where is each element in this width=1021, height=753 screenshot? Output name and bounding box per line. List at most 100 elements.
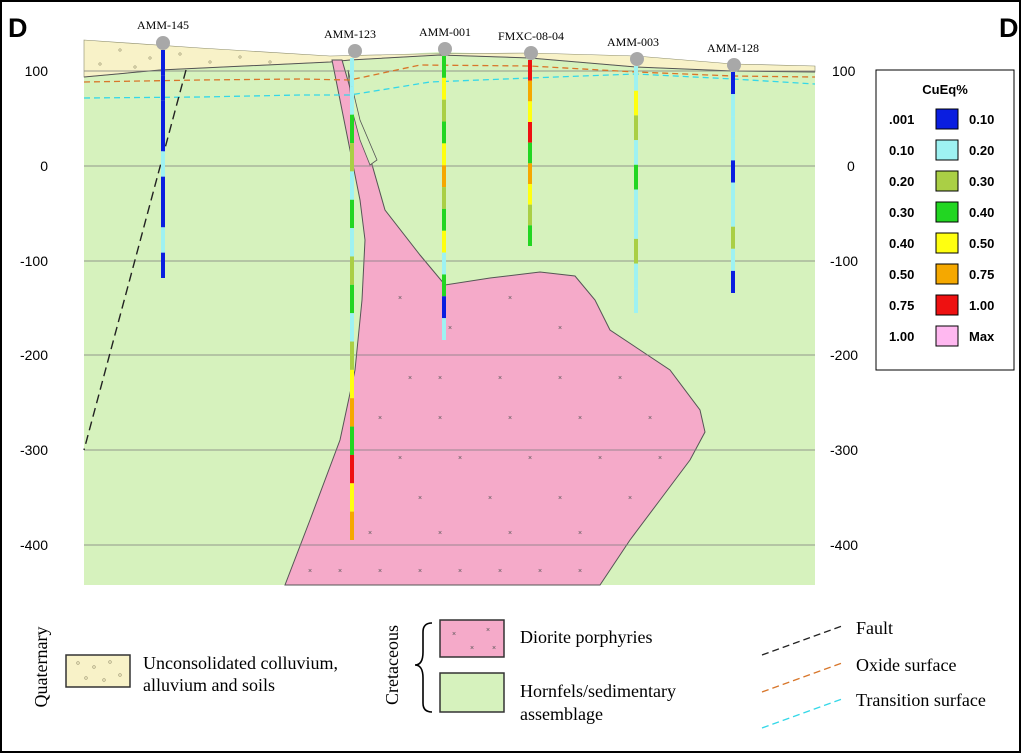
svg-text:×: × <box>418 568 422 575</box>
elevation-grid <box>84 70 815 546</box>
cueq-swatch <box>935 139 959 161</box>
cretaceous-brace <box>414 622 433 713</box>
elevation-label-left: -300 <box>20 442 48 458</box>
svg-text:×: × <box>458 568 462 575</box>
svg-text:×: × <box>648 415 652 422</box>
cueq-range-from: 0.75 <box>889 298 914 313</box>
collar-marker <box>630 52 644 66</box>
svg-text:×: × <box>368 530 372 537</box>
elevation-label-left: -200 <box>20 347 48 363</box>
svg-text:×: × <box>528 455 532 462</box>
svg-text:×: × <box>618 375 622 382</box>
svg-text:×: × <box>538 568 542 575</box>
svg-text:×: × <box>578 530 582 537</box>
elevation-label-right: -400 <box>830 537 858 553</box>
cueq-swatch <box>935 294 959 316</box>
oxide-legend-line <box>761 662 843 693</box>
drillhole-label: AMM-145 <box>137 18 189 32</box>
elevation-label-left: -400 <box>20 537 48 553</box>
svg-text:×: × <box>558 375 562 382</box>
svg-text:×: × <box>508 415 512 422</box>
svg-text:×: × <box>378 568 382 575</box>
svg-text:×: × <box>508 530 512 537</box>
collar-marker <box>524 46 538 60</box>
svg-text:×: × <box>488 495 492 502</box>
fault-line <box>83 69 187 451</box>
unconsolidated-label: alluvium and soils <box>143 675 275 695</box>
collar-marker <box>156 36 170 50</box>
collar-marker <box>727 58 741 72</box>
svg-text:×: × <box>458 455 462 462</box>
drillhole-collars <box>156 36 741 72</box>
drillhole-label: AMM-001 <box>419 25 471 39</box>
cueq-swatch <box>935 108 959 130</box>
svg-text:×: × <box>598 455 602 462</box>
cueq-swatch <box>935 170 959 192</box>
cueq-range-from: .001 <box>889 112 914 127</box>
svg-text:×: × <box>438 530 442 537</box>
cueq-swatch <box>935 201 959 223</box>
elevation-label-right: -300 <box>830 442 858 458</box>
svg-text:×: × <box>492 645 496 652</box>
svg-text:×: × <box>398 295 402 302</box>
drillhole-traces <box>161 50 735 540</box>
quaternary-group-label: Quaternary <box>31 627 51 708</box>
hornfels-swatch <box>439 672 505 713</box>
svg-text:×: × <box>308 568 312 575</box>
svg-text:×: × <box>408 375 412 382</box>
svg-text:×: × <box>398 455 402 462</box>
elevation-label-right: 100 <box>832 63 856 79</box>
svg-text:×: × <box>378 415 382 422</box>
hornfels-label: assemblage <box>520 704 603 724</box>
section-start-label: D <box>8 13 28 43</box>
fault-legend-label: Fault <box>856 618 893 638</box>
cueq-range-to: 0.50 <box>969 236 994 251</box>
cueq-range-from: 0.50 <box>889 267 914 282</box>
elevation-label-left: 0 <box>40 158 48 174</box>
svg-text:×: × <box>438 415 442 422</box>
cueq-legend-title: CuEq% <box>922 82 968 97</box>
unconsolidated-swatch <box>65 654 131 688</box>
elevation-label-right: -200 <box>830 347 858 363</box>
diorite-label: Diorite porphyries <box>520 627 652 647</box>
drillhole-label: FMXC-08-04 <box>498 29 564 43</box>
diorite-porphyry-unit: ××× ××× ××× ××× ××× ××× ××× ××× ××× ××× … <box>284 59 706 586</box>
cueq-range-to: 0.20 <box>969 143 994 158</box>
svg-text:×: × <box>448 325 452 332</box>
transition-legend-label: Transition surface <box>856 690 986 710</box>
transition-legend-line <box>761 698 843 729</box>
cueq-swatch <box>935 232 959 254</box>
cueq-swatch <box>935 263 959 285</box>
svg-text:×: × <box>578 568 582 575</box>
svg-text:×: × <box>452 631 456 638</box>
svg-text:×: × <box>338 568 342 575</box>
svg-text:×: × <box>658 455 662 462</box>
drillhole-label: AMM-003 <box>607 35 659 49</box>
oxide-legend-label: Oxide surface <box>856 655 956 675</box>
elevation-label-left: 100 <box>25 63 49 79</box>
collar-marker <box>348 44 362 58</box>
cueq-range-from: 1.00 <box>889 329 914 344</box>
drillhole-labels: AMM-145 AMM-123 AMM-001 FMXC-08-04 AMM-0… <box>137 18 759 55</box>
drillhole-label: AMM-123 <box>324 27 376 41</box>
cueq-range-from: 0.20 <box>889 174 914 189</box>
elevation-axis-left: 100 0 -100 -200 -300 -400 <box>20 63 48 553</box>
svg-text:×: × <box>558 495 562 502</box>
hornfels-label: Hornfels/sedimentary <box>520 681 676 701</box>
unconsolidated-label: Unconsolidated colluvium, <box>143 653 338 673</box>
svg-text:×: × <box>486 627 490 634</box>
svg-text:×: × <box>438 375 442 382</box>
diorite-swatch <box>439 619 505 658</box>
svg-text:×: × <box>508 295 512 302</box>
elevation-label-right: -100 <box>830 253 858 269</box>
collar-marker <box>438 42 452 56</box>
svg-text:×: × <box>498 568 502 575</box>
elevation-axis-right: 100 0 -100 -200 -300 -400 <box>830 63 858 553</box>
section-end-label: D' <box>999 13 1021 43</box>
cueq-range-to: 1.00 <box>969 298 994 313</box>
svg-text:×: × <box>578 415 582 422</box>
